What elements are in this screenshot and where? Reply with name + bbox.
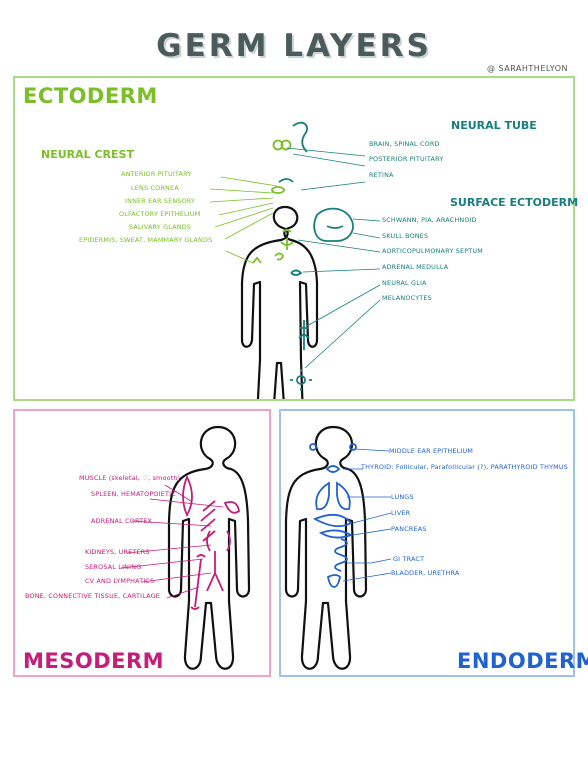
ribcage-icon [200, 500, 216, 542]
meso-label-kidneys: KIDNEYS, URETERS [85, 548, 150, 556]
ecto-label-olfactory: OLFACTORY EPITHELIUM [119, 210, 201, 218]
neural-crest-header: NEURAL CREST [41, 148, 134, 161]
skin-icon [252, 256, 262, 264]
ecto-label-inner-ear: INNER EAR SENSORY [125, 197, 196, 205]
spleen-icon [223, 501, 240, 514]
adrenal-icon [290, 269, 303, 276]
ectoderm-title: ECTODERM [23, 84, 158, 108]
ecto-label-anterior-pituitary: ANTERIOR PITUITARY [121, 170, 192, 178]
melanocyte-icon [296, 375, 306, 385]
endo-label-pancreas: PANCREAS [391, 525, 427, 533]
brain-icon-right [280, 139, 292, 151]
skull-icon [313, 207, 354, 242]
bladder-icon [326, 574, 341, 588]
lungs-icon [315, 481, 351, 511]
neural-tube-header: NEURAL TUBE [451, 119, 537, 132]
brain-outline-icon [278, 178, 294, 183]
brain-icon-left [272, 139, 284, 151]
endo-label-middle-ear: MIDDLE EAR EPITHELIUM [389, 447, 474, 455]
bone-icon [190, 554, 206, 610]
ecto-label-melanocytes: MELANOCYTES [382, 294, 432, 302]
endo-label-thyroid: THYROID: Follicular, Parafollicular (?),… [361, 463, 569, 471]
author-handle: @ SARAHTHELYON [486, 64, 568, 73]
muscle-icon [182, 474, 193, 518]
ear-icon [274, 252, 285, 261]
mesoderm-title: MESODERM [23, 649, 165, 673]
endoderm-diagram [284, 425, 392, 670]
pancreas-icon [318, 529, 354, 539]
gi-tract-icon [334, 538, 348, 572]
ecto-label-salivary: SALIVARY GLANDS [129, 223, 192, 231]
meso-label-spleen: SPLEEN, HEMATOPOIETIC [91, 490, 176, 498]
ecto-label-posterior-pituitary: POSTERIOR PITUITARY [369, 155, 444, 163]
ectoderm-panel: ECTODERM NEURAL CREST [13, 76, 579, 401]
endo-label-bladder: BLADDER, URETHRA [391, 569, 460, 577]
ecto-label-schwann: SCHWANN, PIA, ARACHNOID [382, 216, 477, 224]
meso-label-serosal: SEROSAL LINING [85, 563, 142, 571]
liver-icon [312, 513, 353, 528]
page-title: GERM LAYERS [156, 28, 432, 64]
meso-label-bone: BONE, CONNECTIVE TISSUE, CARTILAGE [25, 592, 160, 600]
body-outline [240, 205, 319, 399]
surface-ectoderm-header: SURFACE ECTODERM [450, 196, 579, 209]
ecto-label-aorticopulmonary: AORTICOPULMONARY SEPTUM [382, 247, 483, 255]
spinal-cord-icon [292, 121, 308, 153]
ear-icon [309, 443, 317, 451]
aortic-icon [280, 229, 294, 250]
body-outline [167, 425, 251, 670]
ear-icon-right [349, 443, 357, 451]
ecto-label-adrenal-medulla: ADRENAL MEDULLA [382, 263, 449, 271]
endo-label-gi-tract: GI TRACT [393, 555, 425, 563]
endoderm-title: ENDODERM [457, 649, 588, 673]
ecto-label-epidermis: EPIDERMIS, SWEAT, MAMMARY GLANDS [79, 236, 213, 244]
ecto-label-lens-cornea: LENS CORNEA [131, 184, 179, 192]
ectoderm-diagram [209, 121, 381, 399]
mesoderm-panel: MESODERM MUSCLE (skeletal, ♡, smooth) SP… [13, 409, 271, 677]
mesoderm-diagram [120, 425, 251, 670]
endo-label-liver: LIVER [391, 509, 411, 517]
meso-label-adrenal-cortex: ADRENAL CORTEX [91, 517, 153, 525]
kidney-icon [206, 530, 231, 552]
ecto-label-neural-glia: NEURAL GLIA [382, 279, 427, 287]
meso-label-cv-lymphatics: CV AND LYMPHATICS [85, 577, 155, 585]
endoderm-panel: ENDODERM MIDDLE EAR EPITHELIUM THYROID: … [279, 409, 588, 677]
endo-label-lungs: LUNGS [391, 493, 414, 501]
vessel-icon [206, 551, 224, 592]
thyroid-icon [325, 465, 341, 473]
ecto-label-skull-bones: SKULL BONES [382, 232, 429, 240]
ecto-label-retina: RETINA [369, 171, 394, 179]
nerve-icon [298, 320, 310, 350]
ecto-label-brain-spinal-cord: BRAIN, SPINAL CORD [369, 140, 440, 148]
body-outline [284, 425, 368, 670]
meso-label-muscle: MUSCLE (skeletal, ♡, smooth) [79, 474, 181, 482]
